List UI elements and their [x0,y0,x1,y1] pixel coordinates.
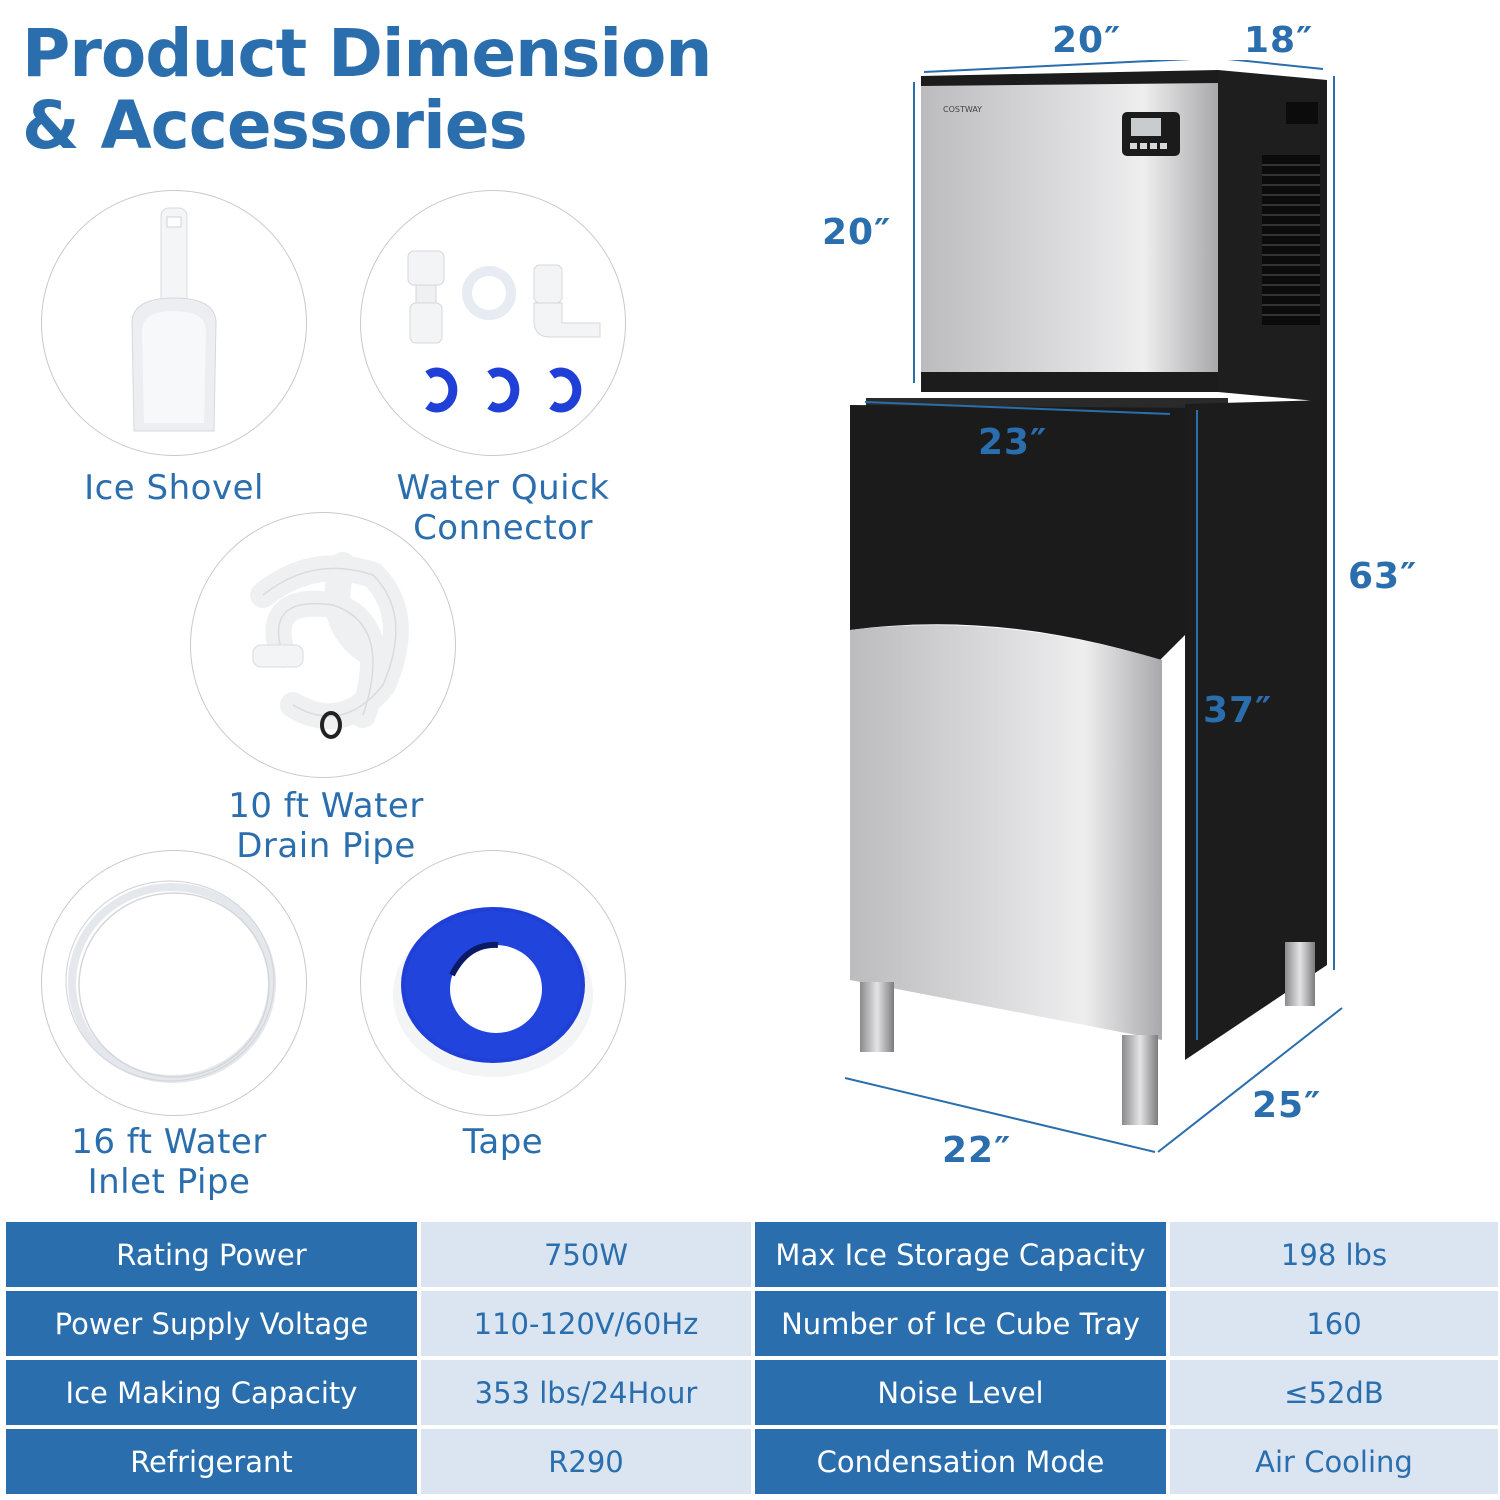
spec-label: Ice Making Capacity [6,1360,417,1425]
accessory-label-water-quick-connector: Water Quick Connector [396,468,610,548]
accessory-drain-pipe [190,512,456,778]
spec-value: Air Cooling [1170,1429,1498,1494]
spec-value: 353 lbs/24Hour [421,1360,751,1425]
drain-pipe-icon [250,552,409,739]
page-title: Product Dimension & Accessories [22,15,712,164]
spec-label: Refrigerant [6,1429,417,1494]
spec-value: ≤52dB [1170,1360,1498,1425]
spec-value: R290 [421,1429,751,1494]
dimension-bin-width: 23″ [978,422,1048,463]
spec-label: Number of Ice Cube Tray [755,1291,1166,1356]
dimension-top-depth: 18″ [1244,20,1314,61]
accessory-label-ice-shovel: Ice Shovel [84,468,264,508]
brand-logo: COSTWAY [943,105,982,114]
spec-table: Rating Power 750W Max Ice Storage Capaci… [6,1222,1498,1494]
dimension-top-height: 20″ [822,212,892,253]
dimension-top-width: 20″ [1052,20,1122,61]
dimension-total-height: 63″ [1348,556,1418,597]
spec-value: 750W [421,1222,751,1287]
spec-label: Rating Power [6,1222,417,1287]
spec-value: 198 lbs [1170,1222,1498,1287]
ice-shovel-icon [131,207,217,432]
spec-value: 110-120V/60Hz [421,1291,751,1356]
spec-label: Condensation Mode [755,1429,1166,1494]
inlet-pipe-icon [65,880,276,1083]
water-quick-connector-icon [407,250,601,413]
accessory-water-quick-connector [360,190,626,456]
dimension-base-depth: 25″ [1252,1085,1322,1126]
accessory-ice-shovel [41,190,307,456]
accessory-label-inlet-pipe: 16 ft Water Inlet Pipe [71,1122,267,1202]
title-line-2: & Accessories [22,87,528,164]
accessory-label-tape: Tape [462,1122,544,1162]
spec-value: 160 [1170,1291,1498,1356]
spec-label: Noise Level [755,1360,1166,1425]
dimension-bin-height: 37″ [1203,690,1273,731]
spec-label: Power Supply Voltage [6,1291,417,1356]
ice-maker-product-image: COSTWAY [844,60,1343,1153]
title-line-1: Product Dimension [22,15,712,92]
accessory-label-drain-pipe: 10 ft Water Drain Pipe [228,786,424,866]
dimension-base-width: 22″ [942,1130,1012,1171]
accessory-inlet-pipe [41,850,307,1116]
tape-icon [393,907,593,1077]
spec-label: Max Ice Storage Capacity [755,1222,1166,1287]
accessory-tape [360,850,626,1116]
